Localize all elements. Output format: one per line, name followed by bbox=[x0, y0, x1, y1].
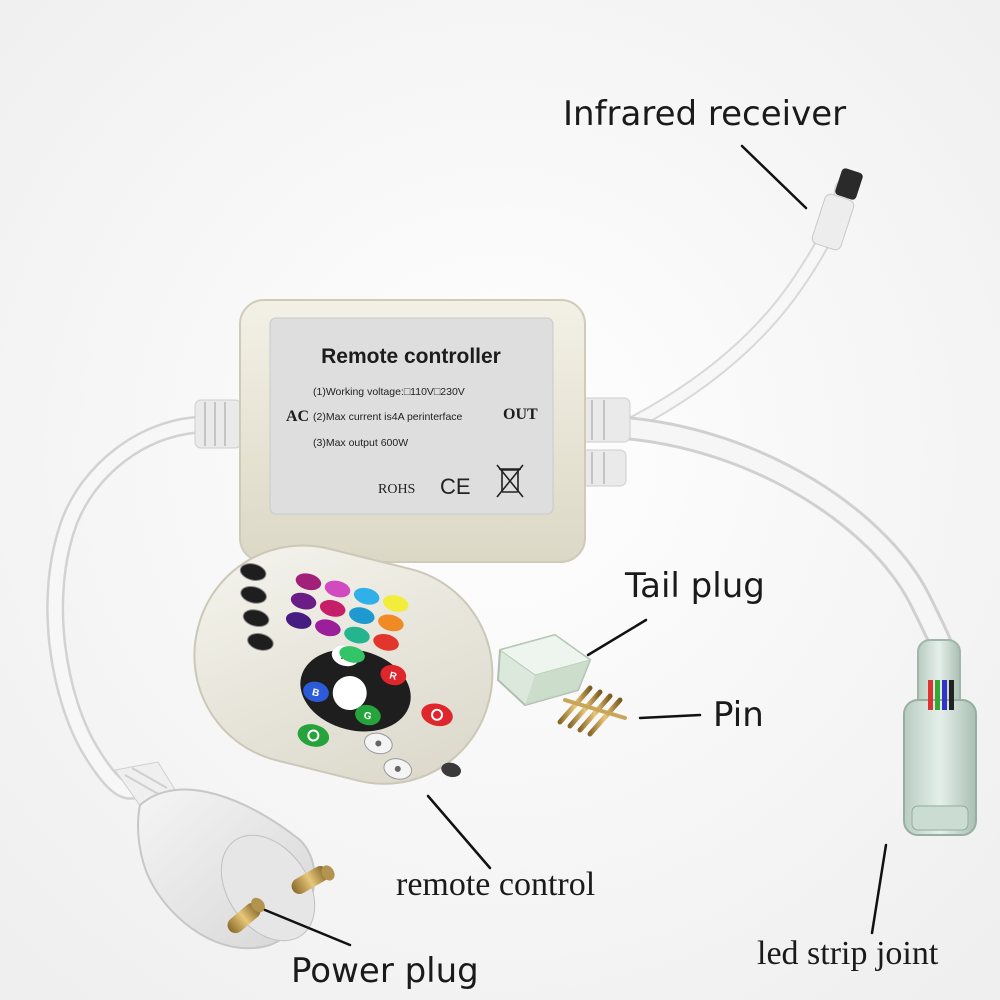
power-plug-pointer bbox=[263, 908, 352, 947]
ce-mark: CE bbox=[440, 474, 471, 499]
green-button: G bbox=[355, 704, 381, 726]
infrared-receiver bbox=[811, 168, 863, 251]
svg-text:G: G bbox=[362, 710, 372, 723]
tail-plug-label: Tail plug bbox=[625, 566, 765, 606]
power-on-button bbox=[297, 724, 330, 747]
red-button: R bbox=[380, 664, 407, 686]
callout-lines bbox=[263, 144, 888, 947]
led-strip-joint-part bbox=[903, 639, 977, 836]
tail-plug-pointer bbox=[586, 618, 648, 657]
dpad-center bbox=[332, 676, 367, 711]
pin-label: Pin bbox=[713, 695, 764, 735]
plug-pin-bottom bbox=[227, 897, 265, 934]
power-plug-label: Power plug bbox=[291, 951, 479, 991]
power-plug bbox=[114, 761, 335, 950]
right-strain-relief bbox=[577, 397, 631, 487]
input-label: AC bbox=[286, 408, 309, 425]
remote-control-label: remote control bbox=[396, 866, 596, 903]
label-panel bbox=[269, 317, 554, 515]
led-strip-joint-label: led strip joint bbox=[757, 935, 939, 972]
rgb-wires bbox=[928, 680, 954, 710]
remote-control-pointer bbox=[426, 794, 492, 870]
blue-button: B bbox=[303, 681, 329, 703]
brightness-buttons bbox=[364, 732, 413, 780]
remote-control: M R G B bbox=[193, 544, 494, 785]
rohs-mark: ROHS bbox=[378, 482, 415, 497]
power-off-button bbox=[421, 703, 453, 727]
plug-pin-top bbox=[291, 865, 335, 894]
infrared-receiver-label: Infrared receiver bbox=[563, 94, 847, 134]
function-buttons bbox=[239, 563, 274, 651]
led-strip-joint-pointer bbox=[870, 843, 888, 935]
svg-text:R: R bbox=[388, 670, 398, 683]
output-label: OUT bbox=[503, 406, 538, 423]
tail-plug-part bbox=[496, 633, 592, 707]
ir-emitter bbox=[441, 762, 461, 778]
controller-title: Remote controller bbox=[321, 345, 501, 368]
color-keypad bbox=[285, 573, 409, 663]
infrared-receiver-pointer bbox=[740, 144, 808, 210]
controller-box: Remote controller (1)Working voltage:□11… bbox=[239, 299, 586, 563]
svg-text:B: B bbox=[311, 687, 321, 699]
pin-set bbox=[557, 685, 627, 737]
spec-line-1: (1)Working voltage:□110V□230V bbox=[313, 386, 465, 398]
pin-pointer bbox=[638, 713, 702, 720]
spec-line-3: (3)Max output 600W bbox=[313, 437, 408, 449]
left-strain-relief bbox=[194, 399, 242, 449]
spec-line-2: (2)Max current is4A perinterface bbox=[313, 411, 463, 423]
weee-bin-icon bbox=[496, 464, 524, 498]
